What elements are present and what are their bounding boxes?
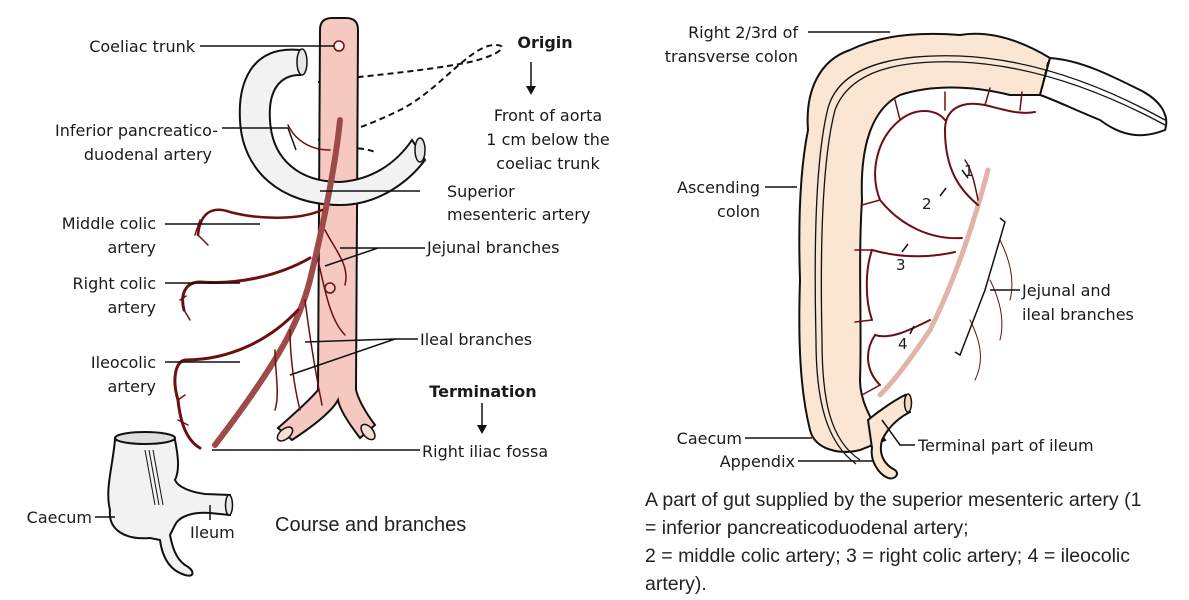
label-sma-2: mesenteric artery (447, 205, 590, 224)
label-ileal-branches: Ileal branches (420, 330, 532, 349)
caption-line: = inferior pancreaticoduodenal artery; (645, 517, 969, 539)
label-ascending-colon-2: colon (717, 202, 760, 221)
label-ileocolic-2: artery (107, 377, 156, 396)
label-jejunal-branches: Jejunal branches (426, 238, 559, 257)
number-1: 1 (964, 162, 974, 180)
label-jejunal-ileal-1: Jejunal and (1021, 281, 1111, 300)
right-figure-caption: A part of gut supplied by the superior m… (645, 486, 1185, 598)
number-2: 2 (922, 195, 932, 213)
caecum-illustration (107, 431, 234, 577)
number-3: 3 (896, 256, 906, 274)
caption-line: 2 = middle colic artery; 3 = right colic… (645, 545, 1130, 567)
label-ileocolic-1: Ileocolic (91, 353, 156, 372)
label-ascending-colon-1: Ascending (677, 178, 760, 197)
duodenum (238, 48, 427, 207)
label-sma-1: Superior (447, 182, 515, 201)
label-ileum: Ileum (190, 523, 235, 542)
caption-line: artery). (645, 573, 707, 595)
label-appendix: Appendix (720, 452, 795, 471)
label-coeliac-trunk: Coeliac trunk (89, 37, 196, 56)
label-caecum-left: Caecum (27, 508, 92, 527)
label-right-colic-2: artery (107, 298, 156, 317)
jejunal-ileal-bracket (954, 217, 1006, 357)
leader-lines-right (745, 31, 1020, 462)
termination-heading: Termination (429, 382, 536, 401)
superior-mesenteric-artery (173, 117, 347, 450)
label-transverse-colon-1: Right 2/3rd of (688, 23, 798, 42)
right-sma (854, 87, 1036, 398)
number-4: 4 (898, 335, 908, 353)
label-middle-colic-1: Middle colic (62, 214, 156, 233)
terminal-ileum (866, 393, 913, 480)
origin-line-3: coeliac trunk (496, 154, 600, 173)
caption-line: A part of gut supplied by the superior m… (645, 489, 1142, 511)
pancreas-outline (317, 43, 503, 141)
label-right-iliac-fossa: Right iliac fossa (422, 442, 548, 461)
label-transverse-colon-2: transverse colon (665, 47, 798, 66)
leader-lines-left (95, 45, 532, 520)
left-figure-title: Course and branches (275, 514, 466, 536)
label-right-colic-1: Right colic (73, 274, 157, 293)
colon (798, 32, 1168, 465)
left-figure: Coeliac trunk Inferior pancreatico- duod… (27, 17, 610, 577)
label-jejunal-ileal-2: ileal branches (1022, 305, 1134, 324)
right-figure: 1 2 3 4 Right 2/3rd of transverse colon … (665, 23, 1168, 480)
origin-heading: Origin (517, 33, 572, 52)
label-inferior-pancreaticoduodenal-2: duodenal artery (84, 145, 212, 164)
label-caecum-right: Caecum (677, 429, 742, 448)
label-middle-colic-2: artery (107, 238, 156, 257)
label-terminal-ileum: Terminal part of ileum (917, 436, 1094, 455)
origin-line-2: 1 cm below the (486, 130, 609, 149)
label-inferior-pancreaticoduodenal-1: Inferior pancreatico- (55, 121, 218, 140)
origin-line-1: Front of aorta (494, 106, 602, 125)
